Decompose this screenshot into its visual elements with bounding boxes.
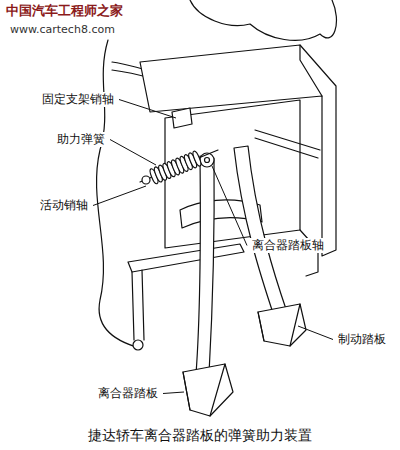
leader-line [212, 166, 247, 246]
body-edge [97, 40, 140, 348]
clutch-pedal-pad [183, 364, 233, 416]
brake-pedal-arm [234, 146, 287, 316]
moving-pin [142, 176, 150, 184]
watermark: 中国汽车工程师之家 [4, 3, 125, 19]
part-label: 离合器踏板轴 [250, 238, 326, 253]
part-label: 活动销轴 [38, 198, 90, 213]
bracket-leg [300, 230, 318, 276]
part-label: 固定支架销轴 [40, 92, 116, 107]
leader-line [119, 100, 176, 119]
leader-line [93, 186, 146, 206]
spring-coils [149, 150, 203, 184]
part-label: 制动踏板 [336, 332, 388, 347]
spring-coil [192, 150, 203, 167]
lower-bar [128, 244, 244, 272]
clutch-pad-face [183, 364, 225, 416]
part-label: 离合器踏板 [96, 386, 160, 401]
brake-pad-face [258, 304, 300, 346]
watermark: www.cartech8.com [8, 23, 117, 37]
caption: 捷达轿车离合器踏板的弹簧助力装置 [0, 426, 400, 444]
strut [132, 270, 144, 340]
leader-line [163, 392, 184, 394]
bracket-edge [300, 45, 322, 96]
bolt [133, 340, 143, 350]
clutch-pedal-arm [196, 156, 214, 374]
leader-line [298, 326, 333, 340]
pushrod [255, 130, 320, 158]
dashboard-outline [190, 0, 336, 40]
bracket-plate [165, 100, 300, 248]
part-label: 助力弹簧 [55, 132, 107, 147]
brake-pedal-pad [258, 304, 306, 346]
shaft-center [205, 158, 210, 163]
leader-line [110, 140, 156, 166]
